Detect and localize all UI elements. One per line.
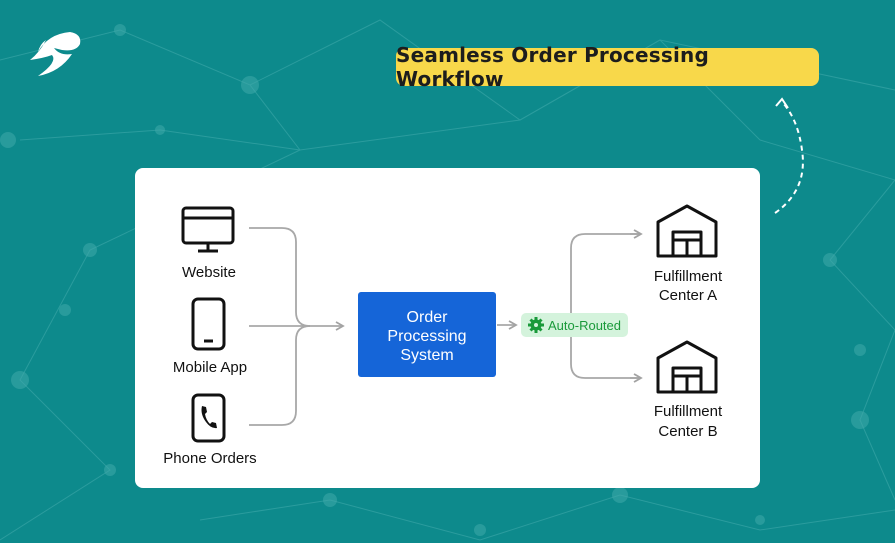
smartphone-icon (191, 297, 226, 351)
phone-icon (191, 393, 226, 443)
processor-label-line2: Processing (387, 328, 466, 345)
destination-a-label-line2: Center A (659, 287, 717, 304)
source-label-mobile: Mobile App (173, 359, 247, 376)
destination-b-label-line2: Center B (658, 423, 717, 440)
connector-fulfillment (570, 233, 641, 379)
order-processing-system: Order Processing System (358, 292, 496, 377)
connector-phone (249, 325, 311, 426)
connectors (249, 227, 643, 426)
auto-routed-badge: Auto-Routed (521, 313, 628, 337)
badge-label: Auto-Routed (548, 318, 621, 333)
processor-label-line1: Order (407, 309, 449, 326)
destination-b-label-line1: Fulfillment (654, 403, 723, 420)
processor-label-line3: System (400, 347, 453, 364)
warehouse-icon (656, 204, 718, 258)
source-label-website: Website (182, 264, 236, 281)
gear-icon (528, 317, 544, 333)
warehouse-icon (656, 340, 718, 394)
source-label-phone: Phone Orders (163, 450, 256, 467)
monitor-icon (181, 206, 235, 253)
destination-a-label-line1: Fulfillment (654, 268, 723, 285)
connector-website (249, 227, 311, 327)
